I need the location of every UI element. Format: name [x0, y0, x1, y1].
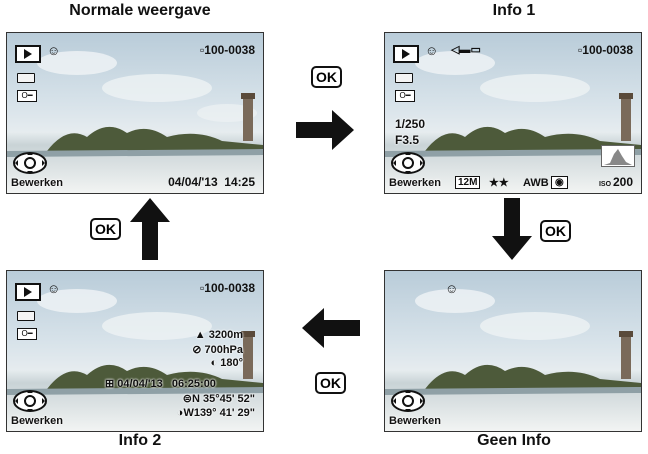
title-info2: Info 2 — [118, 432, 162, 449]
ok-button-top: OK — [311, 66, 342, 88]
four-way-controller-icon — [13, 390, 47, 412]
face-icon: ☺ — [445, 281, 459, 296]
compass-icon: ◐ — [210, 357, 221, 369]
beach-photo — [7, 289, 263, 395]
screen-normal: ☺ ▫100-0038 O━ Bewerken 04/04/'13 14:25 — [6, 32, 264, 194]
mountain-icon: ▲ — [194, 329, 209, 341]
altitude: ▲ 3200m — [194, 329, 243, 341]
pressure: ⊘ 700hPa — [192, 344, 243, 356]
battery-icon — [395, 73, 413, 83]
iso-value: ISO 200 — [598, 175, 633, 189]
screen-info2: ☺ ▫100-0038 O━ ▲ 3200m ⊘ 700hPa ◐ 180° ⊞… — [6, 270, 264, 432]
edit-label: Bewerken — [389, 177, 441, 189]
metering-icon: ◉ — [551, 176, 568, 189]
ok-button-right: OK — [540, 220, 571, 242]
histogram — [601, 145, 635, 167]
battery-icon — [17, 311, 35, 321]
title-info1: Info 1 — [492, 2, 536, 19]
gps-datetime: ⊞ 04/04/'13 06:25:00 — [105, 378, 216, 390]
arrow-right — [296, 110, 354, 150]
volume-icon: ◁▬▭ — [451, 44, 481, 56]
title-noinfo: Geen Info — [477, 432, 551, 449]
latitude: ⊜N 35°45' 52" — [182, 393, 255, 405]
latitude-icon: ⊜ — [182, 393, 192, 405]
edit-label: Bewerken — [11, 177, 63, 189]
title-normal: Normale weergave — [69, 2, 211, 19]
four-way-controller-icon — [13, 152, 47, 174]
image-size: 12M — [455, 176, 481, 189]
ok-button-bottom: OK — [315, 372, 346, 394]
edit-label: Bewerken — [389, 415, 441, 427]
datetime: 04/04/'13 14:25 — [168, 175, 255, 189]
edit-label: Bewerken — [11, 415, 63, 427]
face-icon: ☺ — [47, 43, 61, 58]
direction: ◐ 180° — [210, 357, 243, 369]
protect-key-icon: O━ — [17, 328, 37, 340]
beach-photo — [7, 51, 263, 157]
four-way-controller-icon — [391, 390, 425, 412]
ok-button-left: OK — [90, 218, 121, 240]
protect-key-icon: O━ — [395, 90, 415, 102]
arrow-down — [492, 198, 532, 260]
face-icon: ☺ — [425, 43, 439, 58]
white-balance: AWB — [523, 177, 549, 189]
screen-info1: ☺ ◁▬▭ ▫100-0038 O━ 1/250 F3.5 Bewerken 1… — [384, 32, 642, 194]
gauge-icon: ⊘ — [192, 344, 205, 356]
playback-icon — [15, 45, 41, 63]
battery-icon — [17, 73, 35, 83]
file-number: ▫100-0038 — [200, 281, 255, 295]
file-number: ▫100-0038 — [200, 43, 255, 57]
aperture: F3.5 — [395, 133, 420, 147]
longitude-icon: ◑ — [176, 407, 184, 419]
playback-icon — [15, 283, 41, 301]
quality-stars: ★★ — [489, 177, 509, 189]
four-way-controller-icon — [391, 152, 425, 174]
shutter-speed: 1/250 — [395, 117, 426, 131]
face-icon: ☺ — [47, 281, 61, 296]
playback-icon — [393, 45, 419, 63]
beach-photo — [385, 289, 641, 395]
arrow-up — [130, 198, 170, 260]
arrow-left — [302, 308, 360, 348]
screen-noinfo: ☺ Bewerken — [384, 270, 642, 432]
gps-clock-icon: ⊞ — [105, 378, 118, 390]
file-number: ▫100-0038 — [578, 43, 633, 57]
protect-key-icon: O━ — [17, 90, 37, 102]
beach-photo — [385, 51, 641, 157]
longitude: ◑W139° 41' 29" — [176, 407, 255, 419]
